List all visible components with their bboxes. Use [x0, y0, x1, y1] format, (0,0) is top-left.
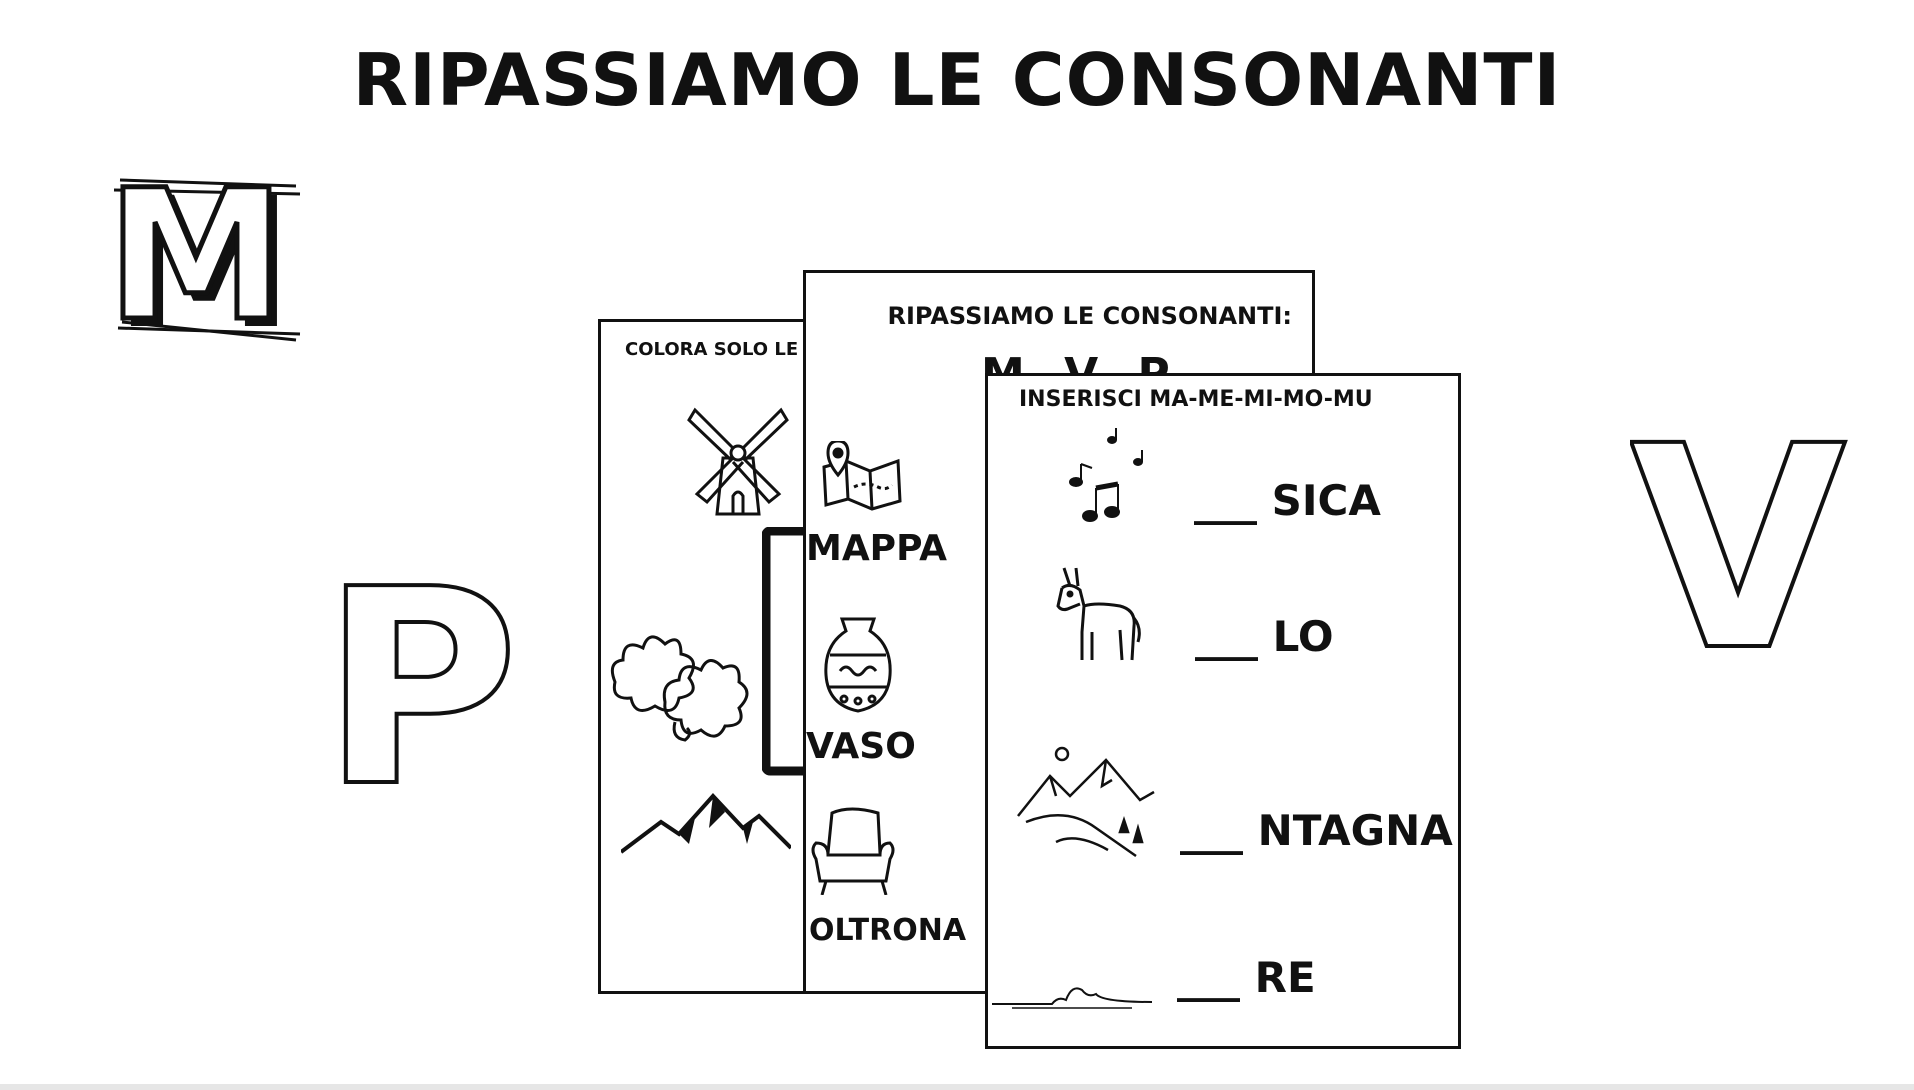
vase-icon [820, 615, 896, 715]
windmill-icon [683, 398, 793, 518]
word-mappa: MAPPA [806, 528, 948, 569]
sheet2-heading: RIPASSIAMO LE CONSONANTI: [887, 302, 1292, 330]
decor-letter-p: P [330, 560, 520, 800]
decor-letter-p-glyph: P [330, 560, 519, 800]
donkey-icon [1056, 566, 1142, 666]
word-vaso: VASO [806, 726, 916, 767]
decor-letter-m: M M [100, 150, 310, 350]
armchair-icon [806, 803, 896, 895]
worksheet-insert-syllables: INSERISCI MA-ME-MI-MO-MU ___ SICA ___ LO [985, 373, 1461, 1049]
word-oltrona: OLTRONA [809, 913, 967, 948]
music-notes-icon [1068, 426, 1148, 526]
sheet3-heading: INSERISCI MA-ME-MI-MO-MU [1019, 387, 1373, 412]
sea-wave-icon [992, 976, 1152, 1012]
decor-letter-m-shadow: M [114, 160, 293, 350]
sheet1-heading: COLORA SOLO LE P [625, 339, 818, 360]
page-title: RIPASSIAMO LE CONSONANTI [352, 38, 1562, 122]
fill-blank-sica: ___ SICA [1194, 476, 1381, 525]
map-icon [820, 441, 904, 511]
fill-blank-ntagna: ___ NTAGNA [1180, 806, 1453, 855]
fill-blank-lo: ___ LO [1195, 612, 1334, 661]
mountains-icon [621, 788, 791, 858]
decor-letter-m-face: M [106, 152, 285, 350]
decor-letter-v-glyph: V [1630, 420, 1848, 660]
mountain-landscape-icon [1016, 746, 1156, 866]
leaves-icon [605, 622, 755, 752]
bottom-scroll-bar [0, 1084, 1914, 1090]
decor-letter-v: V [1630, 420, 1850, 660]
fill-blank-re: ___ RE [1177, 953, 1316, 1002]
